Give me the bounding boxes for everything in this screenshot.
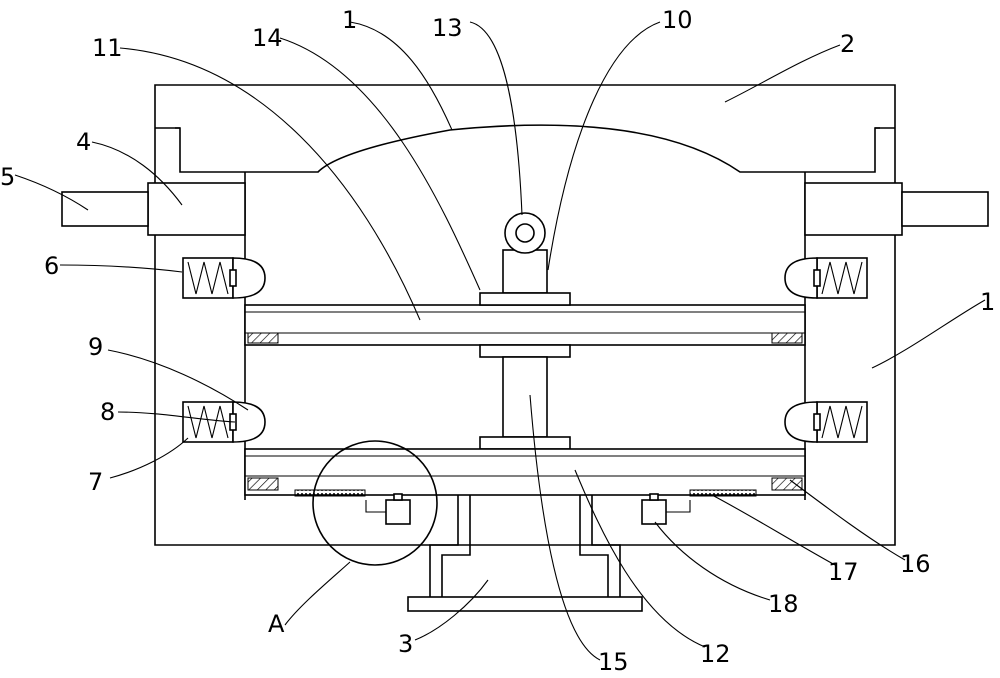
right-upper-spring <box>784 257 868 299</box>
label-8: 8 <box>100 398 115 426</box>
label-3: 3 <box>398 630 413 658</box>
label-9: 9 <box>88 333 103 361</box>
label-16: 16 <box>900 550 931 578</box>
label-4: 4 <box>76 128 91 156</box>
label-7: 7 <box>88 468 103 496</box>
leader-lines <box>14 21 986 661</box>
left-sensor <box>365 493 411 525</box>
label-5: 5 <box>0 163 15 191</box>
label-13: 13 <box>432 14 463 42</box>
detail-circle-a <box>312 440 438 566</box>
label-17: 17 <box>828 558 859 586</box>
label-10: 10 <box>662 6 693 34</box>
lower-plate <box>244 448 806 497</box>
label-11: 11 <box>92 34 123 62</box>
right-sensor <box>641 493 691 525</box>
left-lower-spring <box>182 401 266 443</box>
central-column <box>479 212 571 450</box>
label-A: A <box>268 610 285 638</box>
label-6: 6 <box>44 252 59 280</box>
label-18: 18 <box>768 590 799 618</box>
label-12: 12 <box>700 640 731 668</box>
label-15: 15 <box>598 648 629 676</box>
label-14: 14 <box>252 24 283 52</box>
left-side-block <box>61 182 246 236</box>
upper-plate <box>244 304 806 346</box>
part-labels: 1 1 2 3 4 5 6 7 8 9 10 11 12 13 14 15 16… <box>0 6 995 676</box>
left-upper-spring <box>182 257 266 299</box>
base-stand <box>407 495 643 612</box>
label-1-right: 1 <box>980 288 995 316</box>
label-2: 2 <box>840 30 855 58</box>
label-1-top: 1 <box>342 6 357 34</box>
right-side-block <box>804 182 989 236</box>
right-lower-spring <box>784 401 868 443</box>
